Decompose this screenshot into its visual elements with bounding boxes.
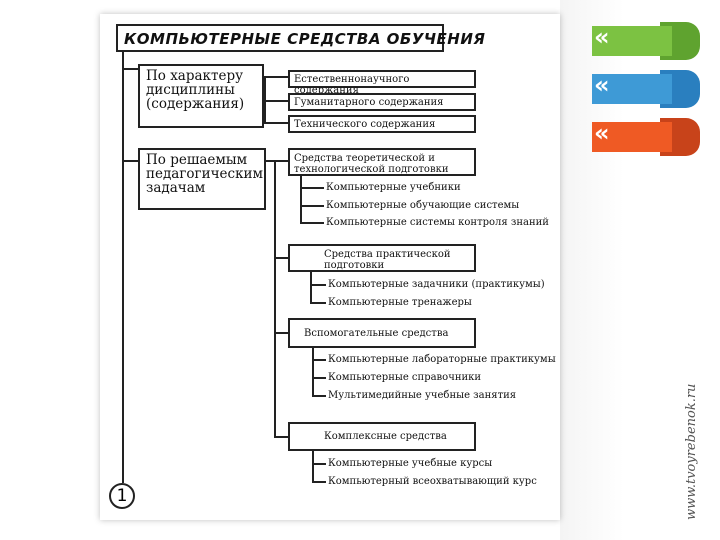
leaf-knowledge-control: Компьютерные системы контроля знаний <box>326 217 549 228</box>
chevron-double-left-icon: « <box>594 23 609 51</box>
connector <box>312 395 326 397</box>
content-natural-science: Естественнонаучного содержания <box>288 70 476 96</box>
connector <box>312 348 314 396</box>
connector <box>274 436 288 438</box>
ribbon-body <box>592 122 672 152</box>
connector <box>264 100 288 102</box>
connector <box>300 222 324 224</box>
diagram-title: КОМПЬЮТЕРНЫЕ СРЕДСТВА ОБУЧЕНИЯ <box>116 24 485 52</box>
chevron-double-left-icon: « <box>594 119 609 147</box>
connector <box>264 76 288 78</box>
connector <box>310 284 326 286</box>
watermark: www.tvoyrebenok.ru <box>684 383 699 520</box>
leaf-courses: Компьютерные учебные курсы <box>328 458 493 469</box>
group-theoretical: Средства теоретической и технологической… <box>288 148 476 176</box>
chevron-double-left-icon: « <box>594 71 609 99</box>
connector <box>312 481 326 483</box>
leaf-learning-systems: Компьютерные обучающие системы <box>326 200 520 211</box>
leaf-problem-books: Компьютерные задачники (практикумы) <box>328 279 545 290</box>
group-complex: Комплексные средства <box>288 422 476 451</box>
connector <box>274 160 276 438</box>
ribbon-green: « <box>592 22 700 60</box>
classification-content: По характеру дисциплины (содержания) <box>138 64 264 128</box>
connector <box>122 68 138 70</box>
connector <box>312 463 326 465</box>
leaf-textbooks: Компьютерные учебники <box>326 182 461 193</box>
group-auxiliary: Вспомогательные средства <box>288 318 476 348</box>
connector <box>122 160 138 162</box>
connector <box>312 451 314 483</box>
classification-pedagogical: По решаемым педагогическим задачам <box>138 148 266 210</box>
ribbon-body <box>592 74 672 104</box>
connector <box>310 302 326 304</box>
connector <box>274 257 288 259</box>
connector <box>310 272 312 303</box>
content-technical: Технического содержания <box>288 115 476 133</box>
connector <box>312 359 326 361</box>
group-practical: Средства практической подготовки <box>288 244 476 272</box>
connector <box>264 122 288 124</box>
leaf-simulators: Компьютерные тренажеры <box>328 297 472 308</box>
ribbon-orange: « <box>592 118 700 156</box>
ribbon-blue: « <box>592 70 700 108</box>
leaf-reference-books: Компьютерные справочники <box>328 372 482 383</box>
leaf-comprehensive-course: Компьютерный всеохватывающий курс <box>328 476 537 487</box>
ribbon-body <box>592 26 672 56</box>
connector <box>274 332 288 334</box>
connector <box>300 205 324 207</box>
leaf-lab-practicums: Компьютерные лабораторные практикумы <box>328 354 556 365</box>
content-humanities: Гуманитарного содержания <box>288 93 476 111</box>
connector <box>300 187 324 189</box>
connector <box>300 176 302 223</box>
connector <box>312 377 326 379</box>
leaf-multimedia-lessons: Мультимедийные учебные занятия <box>328 390 517 401</box>
connector <box>266 160 288 162</box>
connector <box>122 52 124 483</box>
marker-circle: 1 <box>109 483 135 509</box>
